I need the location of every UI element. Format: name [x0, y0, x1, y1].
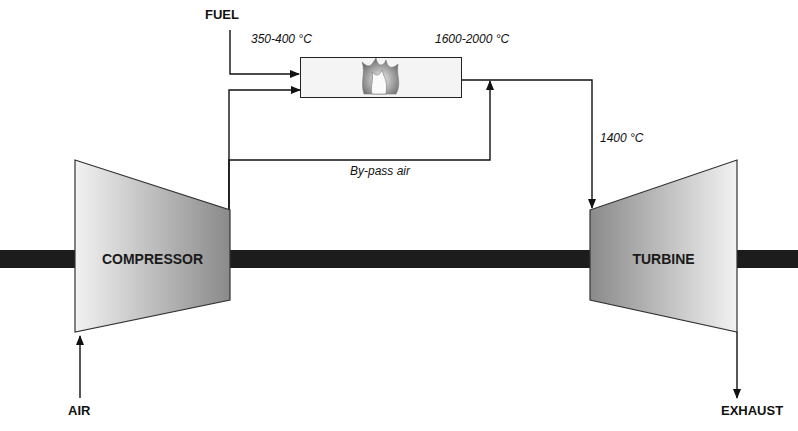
- fuel-label: FUEL: [205, 8, 239, 23]
- component-name: TURBINE: [632, 251, 694, 267]
- flame: [362, 58, 399, 94]
- temperature-label: 1600-2000 °C: [435, 33, 509, 47]
- flow-line: [462, 80, 592, 208]
- edge-label: By-pass air: [350, 165, 410, 179]
- exhaust-label: EXHAUST: [721, 404, 783, 419]
- component-name: COMPRESSOR: [102, 251, 203, 267]
- flow-line: [229, 81, 490, 210]
- combustor-fill: [300, 57, 462, 98]
- air-arrow: [79, 336, 80, 398]
- air-label: AIR: [68, 404, 90, 419]
- combustion-chamber: 350-400 °C1600-2000 °C: [300, 57, 462, 98]
- trapezoid-outline: [590, 160, 737, 332]
- temperature-label: 1400 °C: [600, 132, 644, 146]
- trapezoid-outline: [75, 160, 230, 332]
- shaft: [0, 250, 798, 268]
- compressor: COMPRESSOR: [75, 160, 230, 332]
- exhaust-arrow: [736, 332, 737, 398]
- temperature-label: 350-400 °C: [251, 33, 312, 47]
- turbine: TURBINE: [590, 160, 737, 332]
- flow-line: [229, 90, 300, 210]
